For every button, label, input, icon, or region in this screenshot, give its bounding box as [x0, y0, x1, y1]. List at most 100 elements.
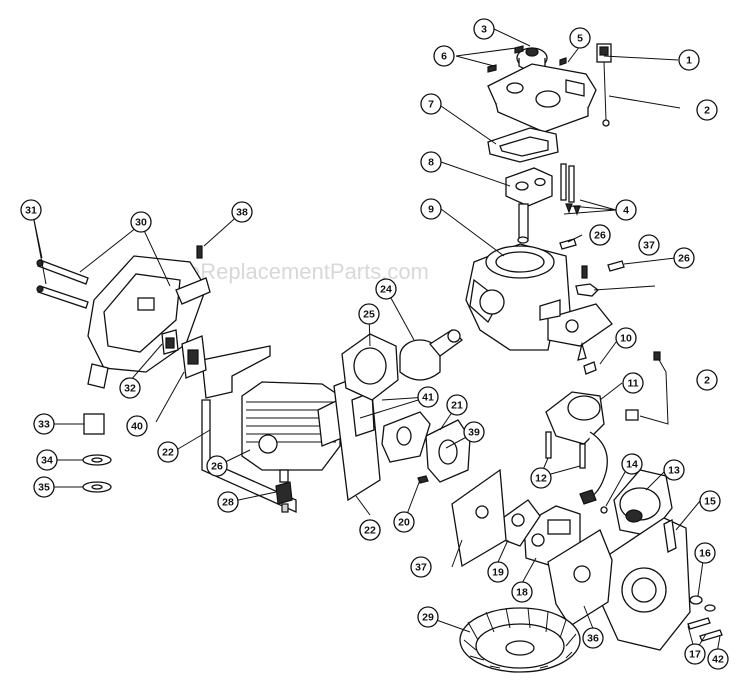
- callout-circle: [417, 386, 439, 408]
- exhaust-plate-part: [181, 335, 207, 379]
- callout-circle: [420, 198, 442, 220]
- callout-15: 15: [699, 490, 721, 512]
- intake-adapter-part: [505, 167, 553, 244]
- callout-4: 4: [615, 199, 637, 221]
- callout-2-second: 2: [696, 369, 718, 391]
- callout-26: 26: [206, 455, 228, 477]
- callout-circle: [126, 415, 148, 437]
- callout-number: 33: [38, 419, 50, 431]
- coil-screws-part: [545, 431, 586, 469]
- callout-circle: [157, 441, 179, 463]
- callout-22-second: 22: [359, 519, 381, 541]
- callout-number: 15: [704, 496, 716, 508]
- callout-circle: [696, 99, 718, 121]
- callout-circle: [119, 377, 141, 399]
- callout-circle: [694, 542, 716, 564]
- callout-circle: [615, 199, 637, 221]
- callout-12: 12: [530, 467, 552, 489]
- callout-number: 36: [587, 633, 599, 645]
- spark-plug-part: [275, 469, 293, 513]
- callout-number: 13: [668, 465, 680, 477]
- callout-circle: [358, 303, 380, 325]
- callout-20: 20: [393, 511, 415, 533]
- callout-2: 2: [696, 99, 718, 121]
- part-drawings: [36, 43, 723, 673]
- ignition-lead-part: [583, 351, 669, 425]
- crankcase-screws-part: [559, 238, 625, 297]
- callout-25: 25: [358, 303, 380, 325]
- callout-number: 22: [364, 525, 376, 537]
- washer-part-33: [82, 481, 112, 493]
- callout-34: 34: [36, 449, 58, 471]
- callout-26-second: 26: [673, 247, 695, 269]
- callout-16: 16: [694, 542, 716, 564]
- callout-33: 33: [33, 413, 55, 435]
- crankcase-part: [465, 243, 613, 361]
- callout-circle: [359, 519, 381, 541]
- piston-part: [399, 329, 463, 381]
- watermark: eReplacementParts.com: [188, 259, 429, 284]
- callout-number: 30: [135, 217, 147, 229]
- callout-14: 14: [621, 453, 643, 475]
- callout-31: 31: [20, 199, 42, 221]
- callout-number: 12: [535, 473, 547, 485]
- callout-circle: [622, 372, 644, 394]
- callout-circle: [487, 561, 509, 583]
- callout-circle: [130, 211, 152, 233]
- callout-9: 9: [420, 198, 442, 220]
- callout-circle: [20, 199, 42, 221]
- callout-37-second: 37: [638, 234, 660, 256]
- callout-32: 32: [119, 377, 141, 399]
- callout-number: 8: [428, 157, 434, 169]
- callout-circle: [530, 467, 552, 489]
- callout-number: 2: [704, 105, 710, 117]
- starter-screws-part: [687, 595, 723, 642]
- callout-35: 35: [33, 476, 55, 498]
- callout-22: 22: [157, 441, 179, 463]
- callout-number: 39: [468, 427, 480, 439]
- callout-circle: [696, 369, 718, 391]
- callout-8: 8: [420, 151, 442, 173]
- fan-rotor-part: [459, 607, 581, 673]
- callout-30: 30: [130, 211, 152, 233]
- callout-number: 11: [627, 378, 638, 390]
- callout-circle: [417, 606, 439, 628]
- intake-spacer-part: [381, 411, 471, 484]
- callout-number: 16: [699, 548, 711, 560]
- callout-13: 13: [663, 459, 685, 481]
- callout-circle: [707, 648, 729, 670]
- callout-number: 7: [428, 99, 434, 111]
- callout-number: 37: [643, 240, 655, 252]
- callout-circle: [678, 49, 700, 71]
- callout-circle: [684, 643, 706, 665]
- callout-number: 1: [686, 55, 692, 67]
- callout-number: 34: [41, 455, 53, 467]
- callout-circle: [473, 18, 495, 40]
- callout-circle: [410, 556, 432, 578]
- callout-circle: [433, 45, 455, 67]
- muffler-gasket-part: [161, 329, 179, 355]
- callout-39: 39: [463, 421, 485, 443]
- callout-circle: [673, 247, 695, 269]
- callout-26-first: 26: [589, 224, 611, 246]
- screw-pair-top: [487, 45, 567, 73]
- callout-number: 42: [712, 654, 724, 666]
- flywheel-part: [600, 469, 673, 537]
- callout-number: 3: [481, 24, 487, 36]
- callout-circle: [33, 476, 55, 498]
- callout-circle: [582, 627, 604, 649]
- callout-6: 6: [433, 45, 455, 67]
- gasket-part-7: [487, 127, 559, 163]
- callout-circle: [615, 327, 637, 349]
- cylinder-part: [241, 381, 343, 471]
- callout-number: 26: [678, 253, 690, 265]
- insulator-plate-part: [451, 468, 507, 568]
- callout-number: 4: [623, 205, 629, 217]
- air-filter-part: [547, 529, 613, 627]
- callout-1: 1: [678, 49, 700, 71]
- callout-29: 29: [417, 606, 439, 628]
- callout-circle: [375, 278, 397, 300]
- callout-7: 7: [420, 93, 442, 115]
- callout-number: 6: [441, 51, 447, 63]
